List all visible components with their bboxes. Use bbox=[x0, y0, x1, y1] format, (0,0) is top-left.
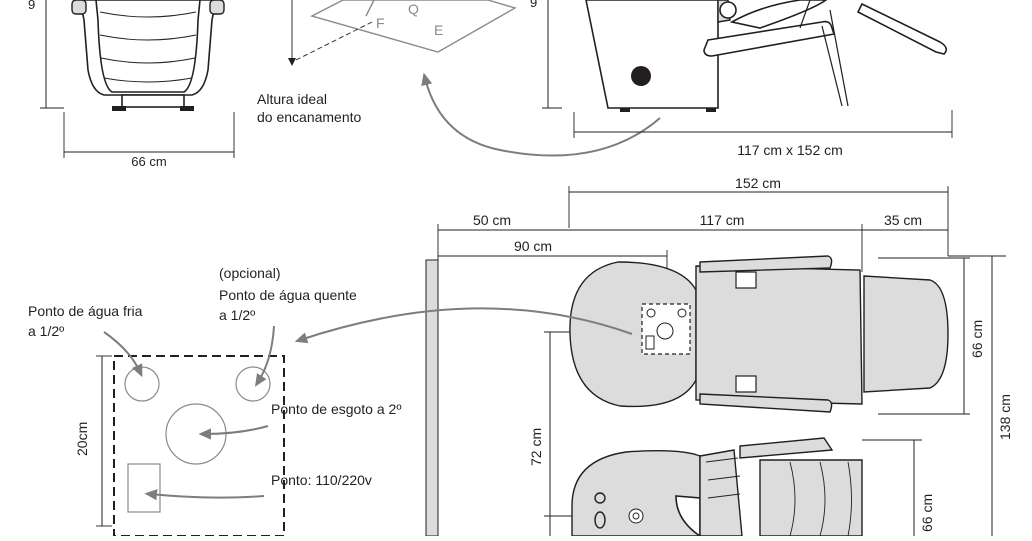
wall bbox=[425, 259, 439, 537]
plane-letter-q: Q bbox=[408, 1, 419, 17]
side-view-chair: 9 117 cm x 152 cm bbox=[530, 0, 953, 158]
utility-detail: 20cm bbox=[74, 355, 285, 537]
side-dims-label: 117 cm x 152 cm bbox=[737, 142, 843, 158]
arrow-to-detail bbox=[294, 307, 633, 344]
plumbing-note-line2: do encanamento bbox=[257, 109, 362, 125]
dim-117: 117 cm bbox=[700, 212, 745, 228]
dim-66-lower: 66 cm bbox=[919, 494, 935, 532]
curved-arrow-to-plane bbox=[421, 72, 661, 157]
front-height-label: 9 bbox=[28, 0, 35, 12]
plumbing-plane: F Q E bbox=[288, 0, 517, 66]
hot-water-label-1: (opcional) bbox=[219, 265, 280, 281]
dim-90: 90 cm bbox=[514, 238, 552, 254]
power-label: Ponto: 110/220v bbox=[271, 472, 372, 488]
dim-138: 138 cm bbox=[997, 394, 1013, 440]
cold-water-label-2: a 1/2º bbox=[28, 323, 64, 339]
power-outlet bbox=[127, 463, 161, 513]
dim-50: 50 cm bbox=[473, 212, 511, 228]
top-view-chair bbox=[569, 255, 949, 413]
cold-water-point bbox=[124, 366, 160, 402]
dim-72: 72 cm bbox=[528, 428, 544, 466]
top-view-basin bbox=[571, 437, 863, 538]
detail-height-label: 20cm bbox=[74, 422, 90, 456]
hot-water-label-2: Ponto de água quente bbox=[219, 287, 357, 303]
arrow-drain bbox=[198, 425, 269, 440]
plane-letter-e: E bbox=[434, 22, 443, 38]
plumbing-note-line1: Altura ideal bbox=[257, 91, 327, 107]
dim-66-upper: 66 cm bbox=[969, 320, 985, 358]
drain-label: Ponto de esgoto a 2º bbox=[271, 401, 401, 417]
side-height-label: 9 bbox=[530, 0, 537, 10]
hot-water-point bbox=[235, 366, 271, 402]
plane-letter-f: F bbox=[376, 15, 385, 31]
arrow-hot-water bbox=[254, 325, 275, 387]
arrow-cold-water bbox=[103, 331, 143, 378]
arrow-power bbox=[144, 489, 265, 501]
cold-water-label-1: Ponto de água fria bbox=[28, 303, 143, 319]
front-width-label: 66 cm bbox=[131, 154, 166, 169]
top-view-dimensions: 152 cm 50 cm 117 cm 35 cm 90 cm 138 cm 6… bbox=[437, 175, 1013, 536]
hot-water-label-3: a 1/2º bbox=[219, 307, 255, 323]
front-view-chair: 9 66 cm bbox=[28, 0, 235, 169]
dim-152: 152 cm bbox=[735, 175, 781, 191]
dim-35: 35 cm bbox=[884, 212, 922, 228]
